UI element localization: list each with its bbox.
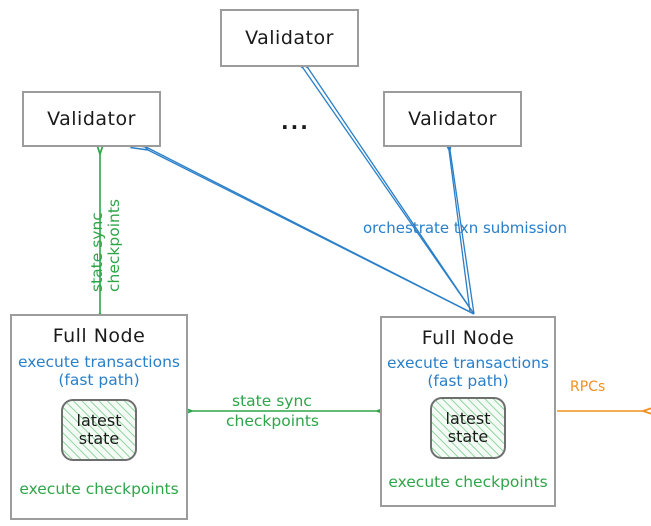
orchestrate-txn-submission-label: orchestrate txn submission <box>363 219 568 237</box>
full-node-right-latest-state-line1: latest <box>445 408 491 428</box>
rpcs-label: RPCs <box>570 379 606 395</box>
full-node-left-latest-state-line2: state <box>78 428 120 448</box>
validator-top[interactable]: Validator <box>220 9 359 67</box>
full-node-left-fast-path: (fast path) <box>58 371 140 390</box>
validators-ellipsis: ... <box>281 110 310 134</box>
full-node-right-fast-path: (fast path) <box>427 372 509 391</box>
full-node-right-execute-checkpoints: execute checkpoints <box>388 472 548 491</box>
full-node-left[interactable]: Full Node execute transactions (fast pat… <box>10 314 188 520</box>
validator-right[interactable]: Validator <box>383 91 522 147</box>
full-node-right-latest-state-line2: state <box>447 426 489 446</box>
full-node-left-latest-state[interactable]: latest state <box>61 398 137 461</box>
state-sync-horizontal-label-line1: state sync <box>232 392 312 410</box>
full-node-right-execute-transactions: execute transactions <box>386 354 550 372</box>
full-node-left-execute-transactions: execute transactions <box>17 353 181 371</box>
state-sync-horizontal-label-line2: checkpoints <box>226 412 319 430</box>
state-sync-vertical-label-line2: checkpoints <box>105 199 123 292</box>
full-node-left-execute-checkpoints: execute checkpoints <box>19 479 179 498</box>
full-node-right-latest-state[interactable]: latest state <box>430 396 506 459</box>
validator-right-label: Validator <box>408 108 497 130</box>
full-node-right-title: Full Node <box>421 327 515 349</box>
full-node-left-title: Full Node <box>52 325 146 347</box>
full-node-right[interactable]: Full Node execute transactions (fast pat… <box>380 316 556 507</box>
validator-top-label: Validator <box>245 27 334 49</box>
validator-left[interactable]: Validator <box>22 91 161 147</box>
validator-left-label: Validator <box>47 108 136 130</box>
full-node-left-latest-state-line1: latest <box>76 410 122 430</box>
